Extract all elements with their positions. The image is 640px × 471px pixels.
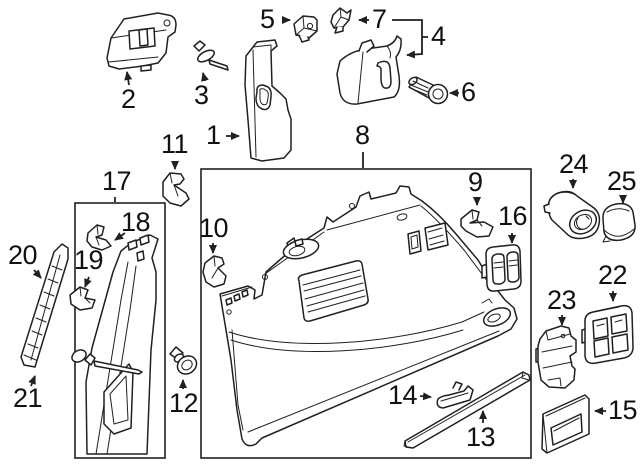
part-22-switch (581, 304, 634, 365)
group-box-8 (200, 168, 532, 459)
part-8-quarter-trim-panel (219, 185, 518, 447)
part-24-power-outlet-socket (543, 190, 601, 240)
callout-10: 10 (199, 213, 229, 243)
callout-20: 20 (8, 240, 38, 270)
callout-4: 4 (431, 21, 446, 51)
part-15-bezel (541, 394, 590, 454)
part-14-handle (436, 381, 474, 409)
part-21-push-rivet (71, 349, 143, 375)
part-17-lower-pillar-trim (85, 234, 159, 455)
callout-3: 3 (194, 80, 209, 110)
callout-8: 8 (355, 120, 370, 150)
part-4-belt-guide-cover (336, 35, 402, 105)
callout-2: 2 (121, 84, 136, 114)
callout-1: 1 (206, 120, 221, 150)
part-11-clip (162, 172, 190, 207)
callout-arrows (28, 16, 627, 423)
callout-24: 24 (559, 149, 589, 179)
part-5-clip (293, 15, 318, 43)
part-1-upper-pillar-trim (244, 39, 292, 162)
callout-7: 7 (372, 4, 387, 34)
part-3-push-rivet (193, 40, 229, 71)
callout-13: 13 (466, 422, 496, 452)
part-7-clip (330, 7, 352, 34)
part-25-outlet-cap (602, 202, 636, 243)
callout-25: 25 (607, 166, 637, 196)
callout-11: 11 (161, 129, 189, 159)
callout-6: 6 (461, 77, 476, 107)
callout-22: 22 (598, 260, 628, 290)
callout-9: 9 (468, 167, 483, 197)
callout-21: 21 (13, 383, 43, 413)
callout-12: 12 (169, 388, 199, 418)
callout-14: 14 (388, 380, 418, 410)
part-19-clip (69, 286, 96, 311)
callout-16: 16 (498, 201, 528, 231)
part-10-clip (202, 255, 227, 288)
part-23-switch (535, 325, 577, 389)
part-12-screw-grommet (169, 346, 198, 375)
part-20-sill-strip (20, 243, 69, 368)
part-18-clip (86, 224, 112, 251)
part-16-switch (481, 244, 522, 292)
callout-18: 18 (121, 207, 151, 237)
part-9-clip (460, 209, 494, 238)
callout-17: 17 (102, 166, 132, 196)
callout-5: 5 (260, 4, 275, 34)
group-box-17 (74, 202, 166, 459)
part-2-shelf-side-trim (106, 12, 177, 72)
callout-23: 23 (547, 285, 577, 315)
part-6-bolt (408, 76, 449, 105)
callout-19: 19 (74, 245, 104, 275)
part-13-scuff-strip (403, 371, 531, 449)
callout-15: 15 (608, 395, 638, 425)
